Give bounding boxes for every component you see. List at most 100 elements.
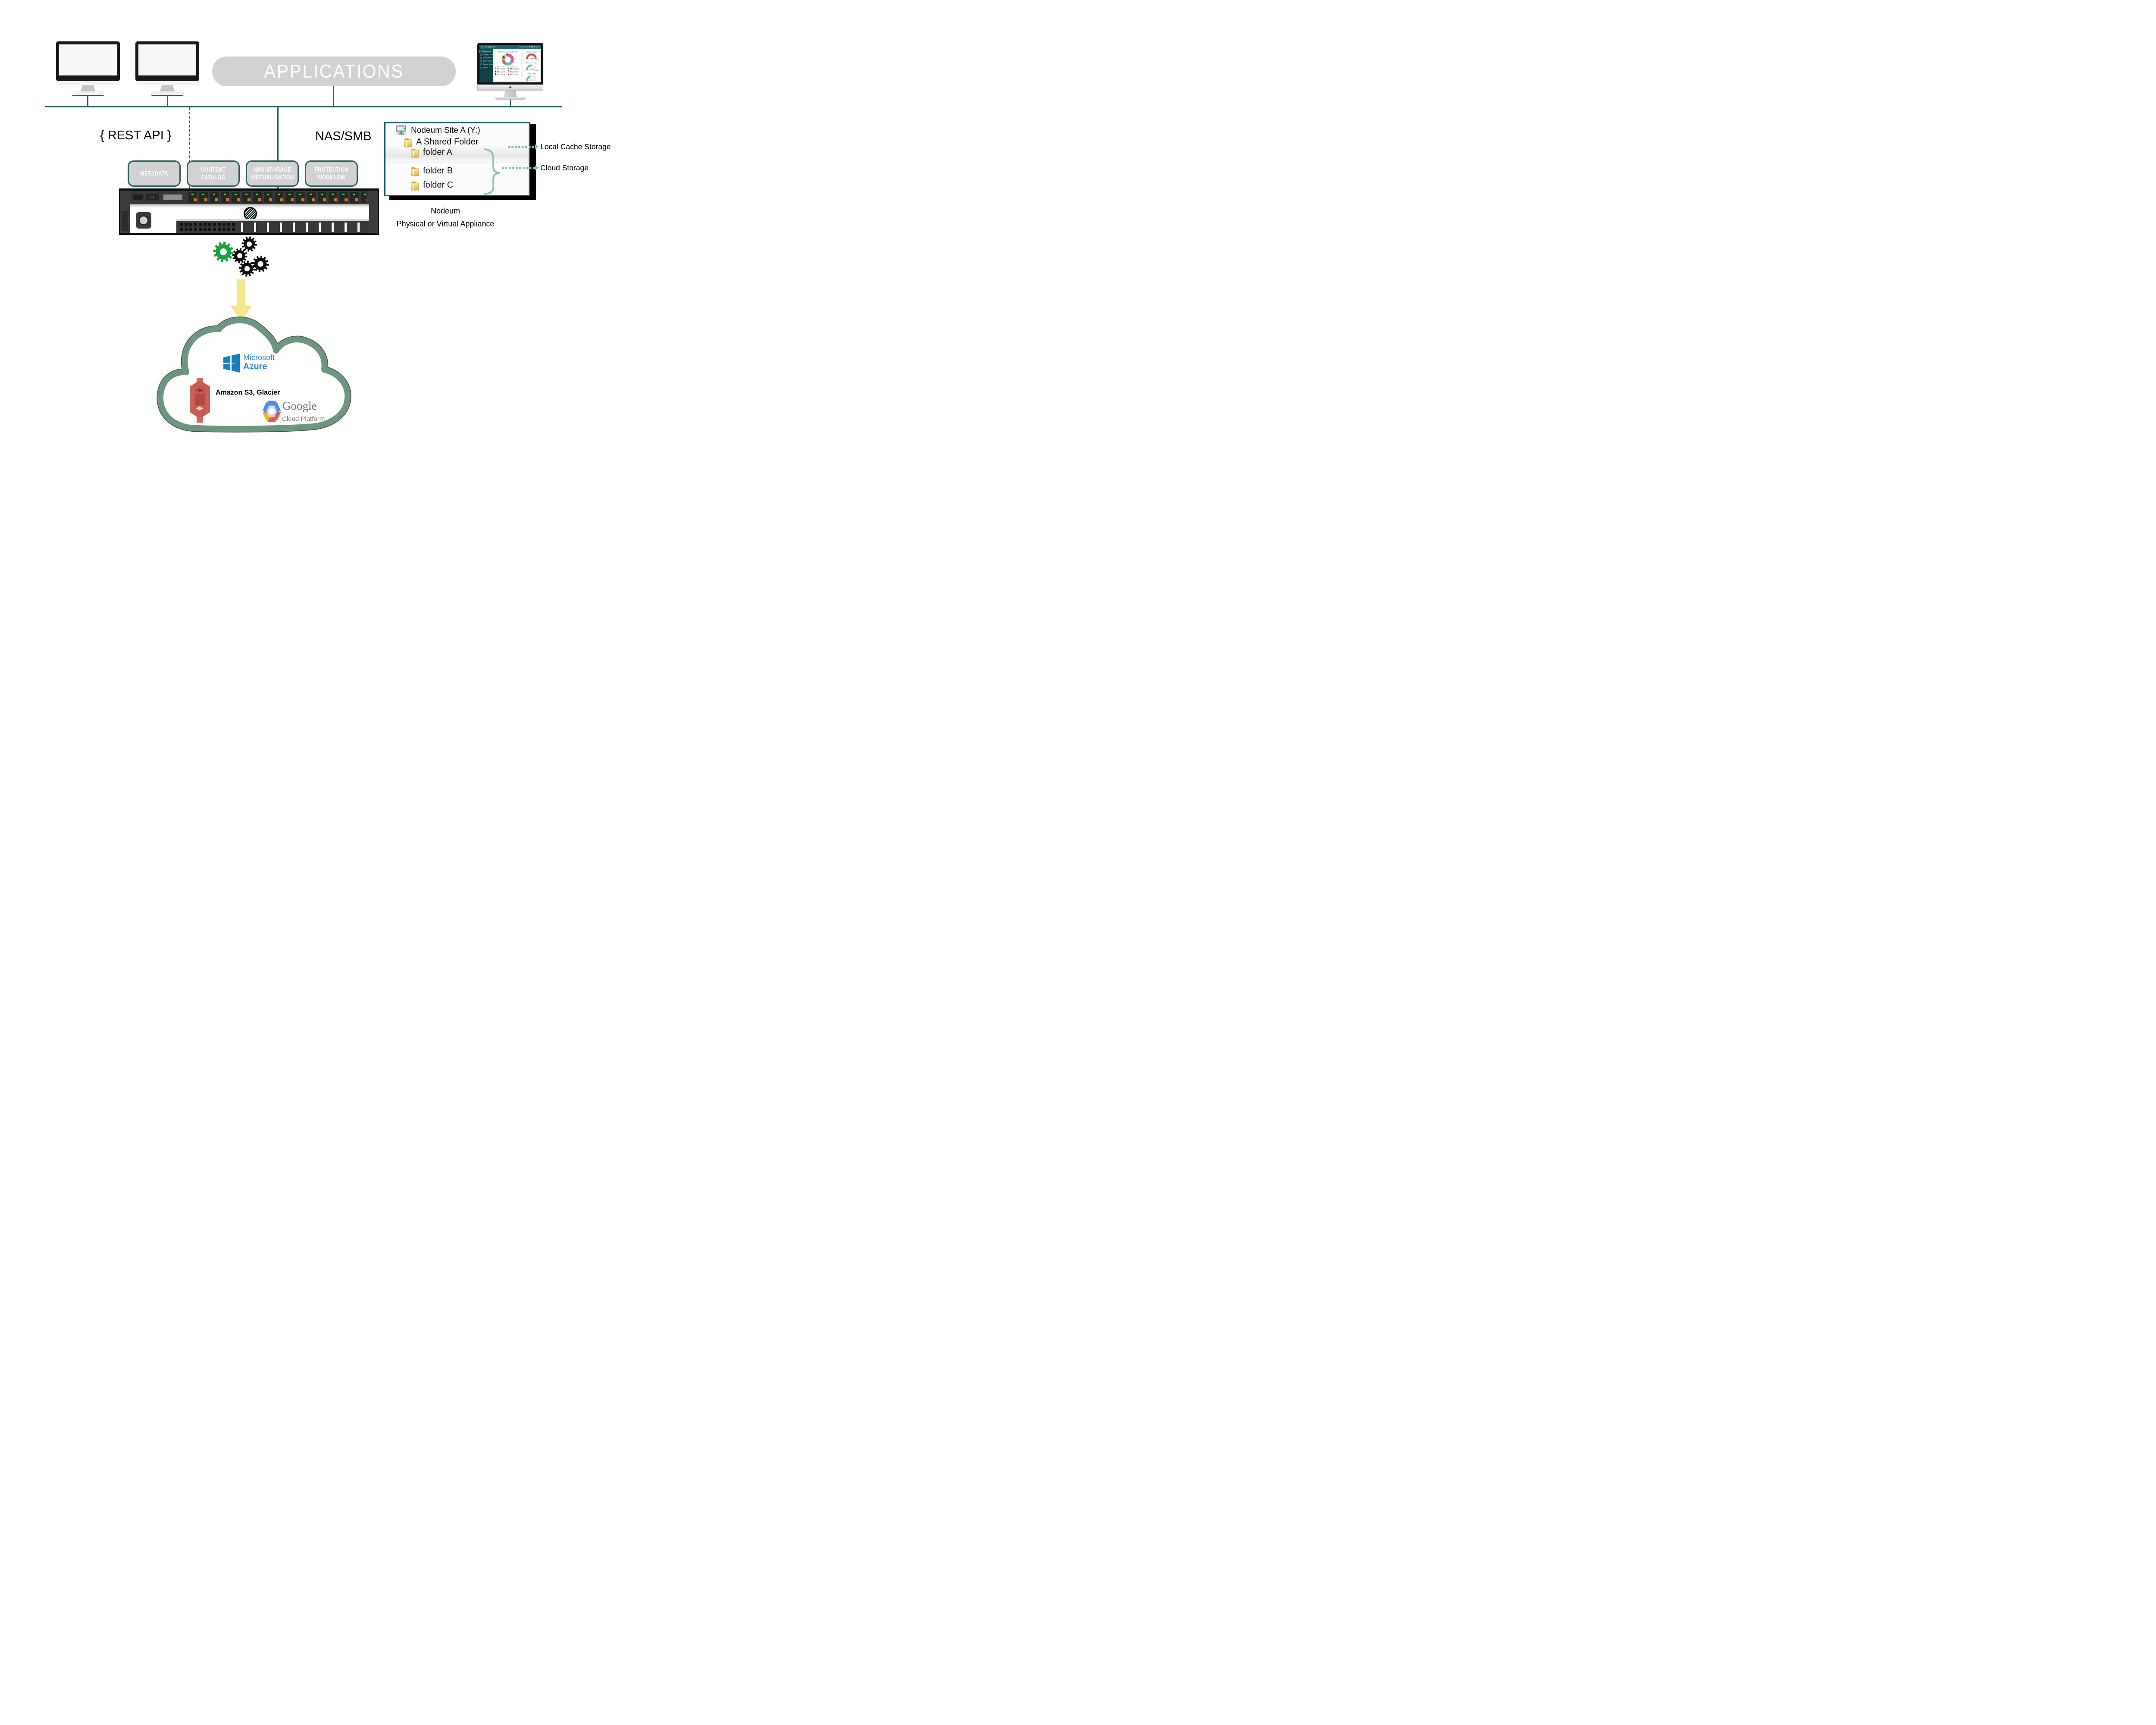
folder-icon [411, 181, 419, 191]
amazon-s3-icon [190, 378, 210, 423]
cloud-storage-dotted-line [502, 167, 535, 169]
monitor2-connector [167, 94, 168, 107]
legend-swatch [495, 72, 496, 74]
server-dial [136, 212, 151, 229]
folder-a-row[interactable]: folder A [411, 147, 452, 158]
server-drive-bays [188, 192, 367, 203]
dashboard-icon [481, 50, 483, 52]
content-catalog-box: CONTENT CATALOG [187, 160, 240, 187]
brand-label: NODEUM [484, 46, 495, 48]
dashboard-topbar: NODEUM Administration Admin [479, 45, 541, 49]
nodeum-dashboard: NODEUM Administration Admin Dashboard St… [479, 45, 541, 82]
amazon-s3-label: Amazon S3, Glacier [216, 389, 280, 396]
legend-swatch [508, 66, 509, 68]
server-slots [241, 223, 366, 232]
file-explorer-panel: Nodeum Site A (Y:) A Shared Folder folde… [384, 122, 530, 196]
folder-c-row[interactable]: folder C [411, 180, 453, 191]
diagram-canvas: APPLICATIONS NODEUM Administration Admin [0, 0, 666, 474]
azure-label-line2: Azure [243, 362, 267, 371]
tasks-icon[interactable] [533, 46, 535, 48]
explorer-root-row[interactable]: Nodeum Site A (Y:) [396, 125, 480, 135]
black-gear-right [252, 255, 269, 273]
chart-icon [480, 54, 482, 56]
server-display [133, 194, 143, 200]
server-vent-row [176, 221, 369, 233]
cache-usage-gauge: Cache Usage 42.5% [523, 73, 540, 82]
sidebar-item-ecosystem[interactable]: Ecosystem Management [479, 56, 493, 60]
storage-icon [480, 63, 482, 65]
google-cloud-platform-label: Cloud Platform [282, 415, 325, 423]
imac-connector [510, 100, 511, 107]
folder-a-label: folder A [423, 147, 452, 157]
black-gear-middle [232, 248, 248, 263]
folder-b-row[interactable]: folder B [411, 166, 453, 176]
sidebar-item-dashboard[interactable]: Dashboard [479, 50, 493, 53]
root-label: Nodeum Site A (Y:) [411, 125, 480, 135]
server-vents [180, 223, 235, 232]
sidebar-item-system[interactable]: System [479, 66, 493, 69]
sidebar-item-storage-trends[interactable]: Storage Trends Analysis [479, 53, 493, 56]
google-label: Google [282, 399, 317, 412]
imac-chin [477, 85, 543, 91]
server-drive-row: ‹› [130, 191, 369, 204]
protection-workflow-box: PROTECTION WORKLOW [305, 160, 358, 187]
imac-workstation: NODEUM Administration Admin Dashboard St… [477, 43, 543, 100]
green-gear [213, 242, 234, 262]
legend-swatch [495, 68, 496, 69]
server-right-rail [369, 191, 378, 233]
folder-icon [411, 167, 419, 176]
network-bus-line [45, 106, 562, 107]
legend-swatch [508, 69, 509, 71]
legend-swatch [495, 74, 496, 75]
monitor-screen [138, 44, 196, 75]
cloud-storage-label: Cloud Storage [540, 163, 589, 172]
nodeum-appliance: ‹› [119, 188, 379, 235]
metadata-box: METADATA [128, 160, 181, 187]
shared-folder-row[interactable]: A Shared Folder [404, 137, 479, 147]
imac-bezel: NODEUM Administration Admin Dashboard St… [477, 43, 543, 85]
folders-brace [484, 148, 501, 195]
legend-swatch [495, 69, 496, 71]
folder-c-label: folder C [423, 180, 454, 190]
admin-user-menu[interactable]: Admin [536, 46, 540, 48]
legend-swatch [495, 71, 496, 72]
sidebar-item-storage-config[interactable]: Storage Configuration [479, 63, 493, 66]
cloud-outline [157, 317, 351, 433]
legend-swatch [508, 72, 509, 74]
apple-logo [509, 86, 511, 88]
legend-swatch [495, 66, 496, 68]
local-cache-storage-label: Local Cache Storage [540, 142, 611, 151]
monitor1-connector [87, 94, 88, 107]
gear-icon [480, 67, 482, 69]
microsoft-azure-icon [223, 354, 240, 373]
nas-storage-virtualisation-box: NAS STORAGE VIRTUALISATION [246, 160, 299, 187]
monitor-bezel [135, 41, 199, 81]
shared-folder-label: A Shared Folder [416, 137, 479, 147]
server-lcd [163, 194, 182, 200]
legend-swatch [508, 71, 509, 72]
cloud-storage-arrowhead [535, 165, 539, 170]
processing-gears-icon [213, 236, 269, 277]
server-left-rail [120, 191, 130, 233]
administration-link[interactable]: Administration [519, 46, 529, 48]
applications-connector [333, 86, 334, 107]
network-drive-icon [396, 125, 407, 135]
legend-swatch [508, 68, 509, 69]
folder-icon [404, 138, 412, 147]
black-gear-bottom [239, 260, 255, 277]
rest-api-dashed-line [189, 107, 190, 188]
notifications-icon[interactable] [530, 46, 532, 48]
sidebar-item-data-container[interactable]: Data Container [479, 60, 493, 63]
server-nav-buttons: ‹› [146, 194, 159, 201]
local-cache-dotted-line [508, 146, 535, 148]
nodeum-logo-icon [481, 46, 483, 48]
local-cache-arrowhead [535, 144, 539, 149]
nodeum-appliance-logo [244, 207, 257, 220]
nas-smb-line [277, 107, 279, 188]
desktop-monitor-1 [56, 41, 120, 96]
